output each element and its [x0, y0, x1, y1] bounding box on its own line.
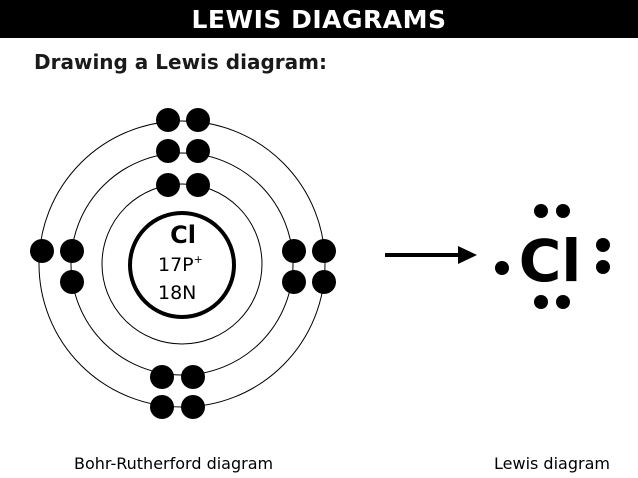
electron [181, 395, 205, 419]
electron [282, 239, 306, 263]
valence-electron [495, 261, 509, 275]
right-arrow-icon [385, 246, 477, 264]
lewis-diagram: Cl [495, 204, 610, 309]
title-bar: LEWIS DIAGRAMS [0, 0, 638, 38]
electron [156, 173, 180, 197]
bohr-caption: Bohr-Rutherford diagram [74, 454, 274, 473]
lewis-symbol: Cl [519, 227, 581, 295]
page-title: LEWIS DIAGRAMS [191, 4, 447, 34]
electron [150, 395, 174, 419]
inner-shell [101, 183, 263, 345]
valence-electrons [495, 204, 610, 309]
valence-electron [556, 204, 570, 218]
electron [186, 108, 210, 132]
bohr-rutherford-diagram: Cl 17P+ 18N [30, 108, 336, 419]
proton-label: 17P [158, 254, 194, 276]
electron [60, 239, 84, 263]
electron [30, 239, 54, 263]
proton-charge: + [194, 253, 203, 266]
valence-electron [596, 238, 610, 252]
electron [282, 270, 306, 294]
nucleus-symbol: Cl [170, 221, 196, 249]
proton-count: 17P+ [158, 253, 203, 276]
valence-electron [556, 295, 570, 309]
valence-electron [534, 204, 548, 218]
electron [60, 270, 84, 294]
valence-electron [596, 260, 610, 274]
electron [156, 139, 180, 163]
electron [150, 365, 174, 389]
electron [312, 239, 336, 263]
lewis-caption: Lewis diagram [494, 454, 610, 473]
electron [156, 108, 180, 132]
section-heading: Drawing a Lewis diagram: [34, 50, 327, 74]
electron [186, 139, 210, 163]
electrons [30, 108, 336, 419]
electron [312, 270, 336, 294]
nucleus [128, 211, 236, 319]
electron [181, 365, 205, 389]
valence-electron [534, 295, 548, 309]
neutron-count: 18N [158, 282, 196, 304]
electron [186, 173, 210, 197]
